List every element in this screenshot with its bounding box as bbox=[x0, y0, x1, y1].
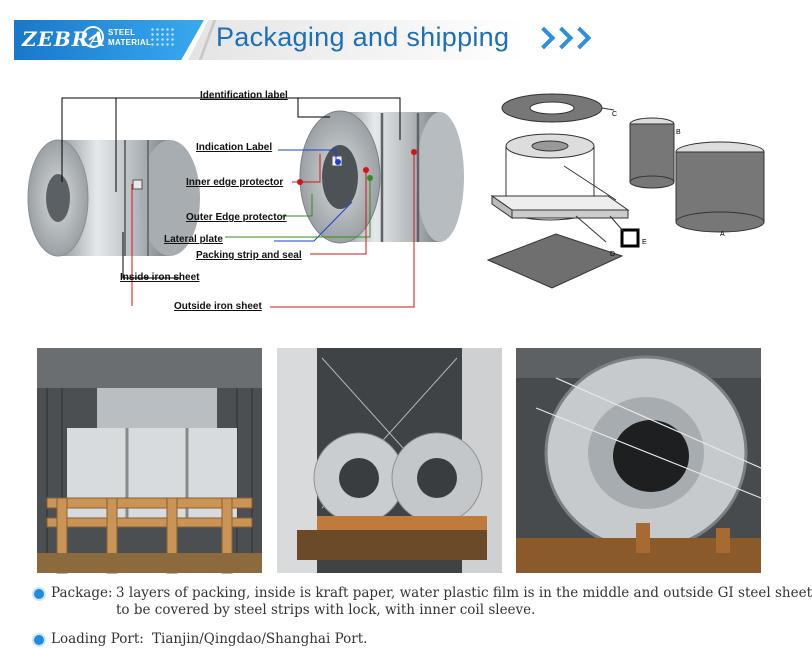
brand-subtitle: STEEL MATERIAL bbox=[108, 28, 151, 48]
shipping-photos bbox=[37, 348, 762, 574]
exploded-view-illustration: C B A D E bbox=[486, 93, 765, 289]
label-indication-label: Indication Label bbox=[196, 142, 273, 153]
label-lateral-plate: Lateral plate bbox=[164, 234, 223, 245]
page-header: ZEBRA STEEL MATERIAL Packaging and shipp… bbox=[0, 0, 800, 80]
brand-logo-icon bbox=[82, 26, 104, 48]
label-identification-label: Identification label bbox=[200, 90, 288, 101]
package-text-line2: to be covered by steel strips with lock,… bbox=[116, 602, 536, 618]
chevrons-right-icon bbox=[532, 26, 608, 54]
label-inside-iron-sheet: Inside iron sheet bbox=[120, 272, 200, 283]
callout-lines-blue bbox=[274, 149, 353, 242]
callout-lines-green bbox=[225, 178, 371, 238]
part-label-c: C bbox=[612, 111, 617, 118]
loading-port-label: Loading Port: bbox=[51, 631, 144, 647]
bare-coil bbox=[27, 139, 200, 257]
page-title: Packaging and shipping bbox=[216, 22, 510, 52]
label-outside-iron-sheet: Outside iron sheet bbox=[174, 301, 262, 312]
callout-lines-black bbox=[61, 97, 401, 279]
part-label-e: E bbox=[642, 239, 647, 246]
title-banner bbox=[188, 20, 526, 60]
part-label-d: D bbox=[610, 251, 615, 258]
label-packing-strip-and-seal: Packing strip and seal bbox=[196, 250, 302, 261]
bullet-icon bbox=[34, 589, 44, 599]
photo-coils-on-wooden-skids bbox=[277, 348, 502, 573]
package-text-line1: 3 layers of packing, inside is kraft pap… bbox=[116, 585, 812, 601]
label-outer-edge-protector: Outer Edge protector bbox=[186, 212, 287, 223]
photo-wrapped-coil-closeup bbox=[516, 348, 762, 573]
part-label-a: A bbox=[720, 231, 725, 238]
exploded-packaging-diagram: C B A D E bbox=[486, 92, 786, 302]
loading-port-text: Tianjin/Qingdao/Shanghai Port. bbox=[152, 631, 368, 647]
part-label-b: B bbox=[676, 129, 681, 136]
coil-illustration bbox=[27, 97, 464, 308]
photo-coils-loaded-in-container bbox=[37, 348, 262, 574]
package-label: Package: bbox=[51, 585, 113, 601]
brand-subtitle-line1: STEEL bbox=[108, 28, 136, 37]
bullet-icon bbox=[34, 635, 44, 645]
label-inner-edge-protector: Inner edge protector bbox=[186, 177, 284, 188]
dot-pattern-decoration bbox=[150, 27, 176, 47]
coil-packaging-diagram: Identification label Indication Label In… bbox=[27, 82, 470, 320]
packed-coil bbox=[299, 110, 464, 244]
brand-subtitle-line2: MATERIAL bbox=[108, 38, 152, 47]
